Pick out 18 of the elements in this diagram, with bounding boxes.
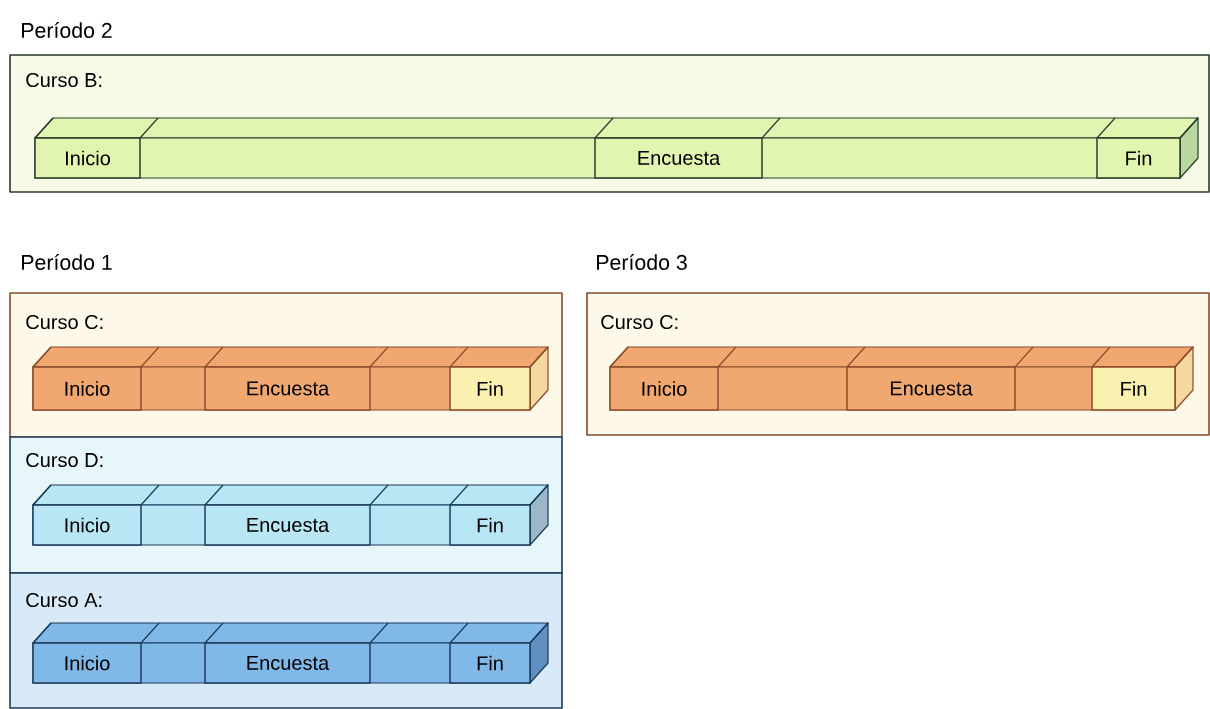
- bar-segment: Inicio: [34, 137, 141, 179]
- bar-segment: Fin: [1096, 137, 1181, 179]
- bar-segment: Encuesta: [594, 137, 763, 179]
- bar-segment: Fin: [1091, 366, 1176, 411]
- bar-segment: Fin: [449, 504, 531, 546]
- bar-segment: Fin: [449, 642, 531, 684]
- bar-segment: Encuesta: [204, 642, 371, 684]
- bar-segment: Inicio: [32, 366, 142, 411]
- period-heading: Período 3: [597, 254, 687, 270]
- bar-segment: Encuesta: [204, 366, 371, 411]
- bar-segment: Inicio: [609, 366, 719, 411]
- bar-segment: Inicio: [32, 504, 142, 546]
- bar-segment: Inicio: [32, 642, 142, 684]
- bar-segment: Encuesta: [204, 504, 371, 546]
- period-heading: Período 1: [22, 254, 112, 270]
- period-heading: Período 2: [22, 22, 112, 38]
- bar-segment: Encuesta: [846, 366, 1016, 411]
- bar-segment: Fin: [449, 366, 531, 411]
